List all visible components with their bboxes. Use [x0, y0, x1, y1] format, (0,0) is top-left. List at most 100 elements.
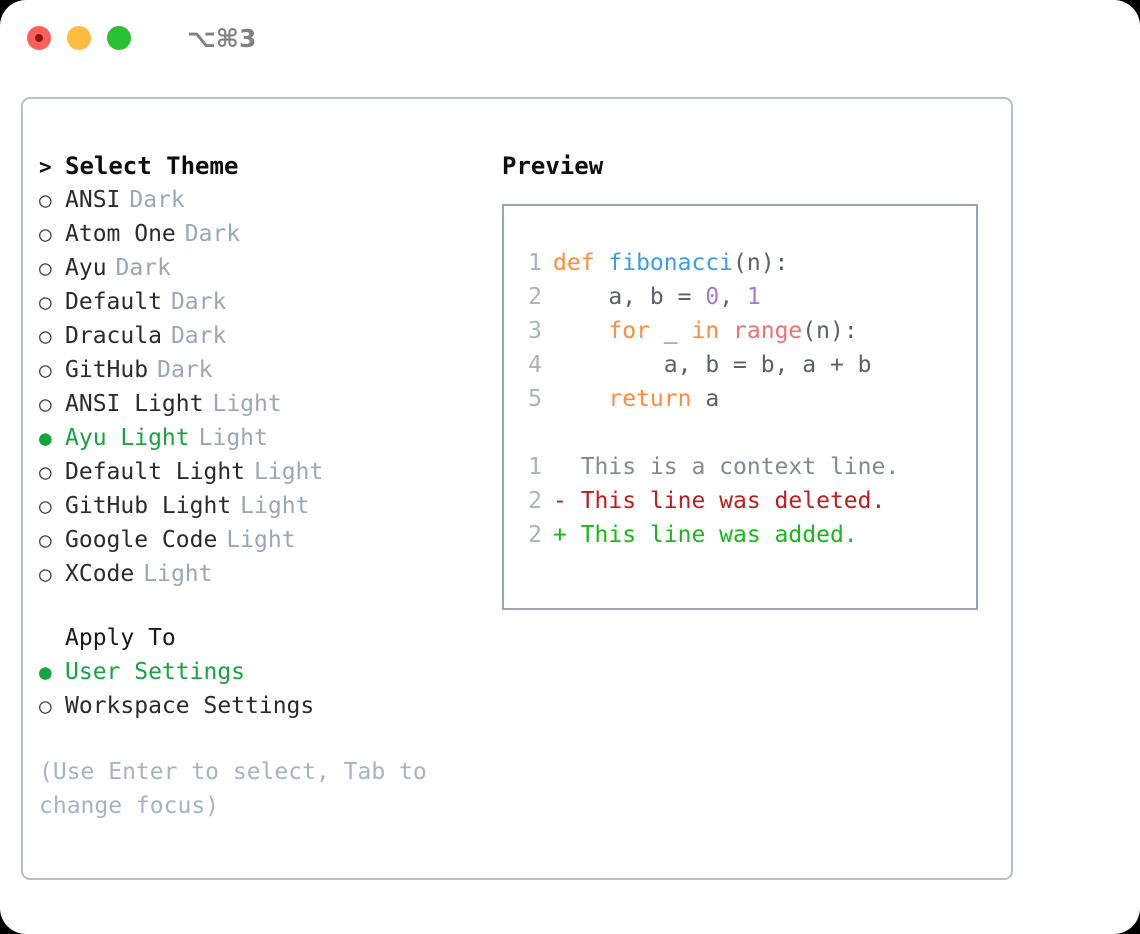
- diff-line-text: This is a context line.: [553, 454, 900, 480]
- theme-option-label: Default Light: [65, 459, 246, 485]
- theme-option-label: Ayu: [65, 255, 107, 281]
- theme-variant-tag: Light: [212, 391, 282, 417]
- window-titlebar: ⌥⌘3: [0, 0, 1140, 76]
- code-line-text: def fibonacci(n):: [553, 246, 788, 280]
- code-token: range: [733, 318, 803, 344]
- code-token: [553, 386, 608, 412]
- code-token: a: [691, 386, 720, 412]
- code-line: 1 def fibonacci(n):: [512, 246, 970, 280]
- apply-to-option-label: Workspace Settings: [65, 693, 315, 719]
- radio-unselected-icon: ○: [39, 256, 52, 280]
- theme-list-header: > Select Theme: [39, 149, 479, 183]
- radio-unselected-icon: ○: [39, 562, 52, 586]
- page-title: Select Theme: [65, 152, 239, 180]
- radio-unselected-icon: ○: [39, 392, 52, 416]
- radio-unselected-icon: ○: [39, 222, 52, 246]
- theme-option-ansi[interactable]: ○ ANSI Dark: [39, 183, 479, 217]
- code-token: return: [608, 386, 692, 412]
- caret-icon: >: [39, 155, 52, 179]
- diff-line-number: 2: [528, 488, 542, 514]
- diff-line-number: 2: [528, 522, 542, 548]
- code-line: 5 return a: [512, 382, 970, 416]
- code-token: fibonacci: [608, 250, 734, 276]
- apply-to-option-label: User Settings: [65, 659, 246, 685]
- theme-option-atom-one[interactable]: ○ Atom One Dark: [39, 217, 479, 251]
- theme-variant-tag: Dark: [157, 357, 213, 383]
- code-line-text: return a: [553, 382, 719, 416]
- code-line: 3 for _ in range(n):: [512, 314, 970, 348]
- code-token: (n):: [802, 318, 858, 344]
- code-line-number: 2: [528, 284, 542, 310]
- maximize-button-icon[interactable]: [107, 26, 131, 50]
- keyboard-shortcut-label: ⌥⌘3: [187, 23, 257, 53]
- code-token: ,: [719, 284, 747, 310]
- theme-option-label: XCode: [65, 561, 135, 587]
- diff-line: 2+ This line was added.: [512, 518, 970, 552]
- radio-selected-icon: ●: [39, 426, 52, 450]
- apply-to-option-user-settings[interactable]: ● User Settings: [39, 655, 479, 689]
- theme-option-dracula[interactable]: ○ Dracula Dark: [39, 319, 479, 353]
- spacer-icon: [39, 621, 65, 655]
- minimize-button-icon[interactable]: [67, 26, 91, 50]
- theme-variant-tag: Light: [226, 527, 296, 553]
- code-token: a, b =: [553, 284, 706, 310]
- diff-line: 2 - This line was deleted.: [512, 484, 970, 518]
- apply-to-options-list: ● User Settings ○ Workspace Settings: [39, 655, 479, 723]
- radio-unselected-icon: ○: [39, 290, 52, 314]
- code-token: [553, 318, 608, 344]
- theme-variant-tag: Light: [143, 561, 213, 587]
- code-token: 1: [746, 284, 761, 310]
- code-token: in: [691, 318, 720, 344]
- radio-unselected-icon: ○: [39, 494, 52, 518]
- code-line-number: 1: [528, 250, 542, 276]
- apply-to-option-workspace-settings[interactable]: ○ Workspace Settings: [39, 689, 479, 723]
- code-token: a, b = b, a + b: [553, 352, 872, 378]
- theme-variant-tag: Dark: [129, 187, 185, 213]
- theme-option-label: Atom One: [65, 221, 176, 247]
- theme-option-label: Ayu Light: [65, 425, 190, 451]
- theme-option-label: Google Code: [65, 527, 218, 553]
- theme-variant-tag: Dark: [170, 289, 227, 315]
- theme-variant-tag: Light: [240, 493, 310, 519]
- theme-option-label: Dracula: [65, 323, 162, 349]
- theme-option-label: ANSI Light: [65, 391, 204, 417]
- theme-variant-tag: Dark: [170, 323, 227, 349]
- keyboard-hint-text: (Use Enter to select, Tab to change focu…: [39, 759, 441, 819]
- theme-variant-tag: Light: [198, 425, 268, 451]
- code-line-text: a, b = 0, 1: [553, 280, 761, 314]
- radio-unselected-icon: ○: [39, 324, 52, 348]
- theme-variant-tag: Dark: [184, 221, 241, 247]
- code-token: _: [649, 318, 692, 344]
- diff-line: 1 This is a context line.: [512, 450, 970, 484]
- code-token: [719, 318, 733, 344]
- code-line-text: for _ in range(n):: [553, 314, 858, 348]
- theme-option-ayu-light[interactable]: ● Ayu Light Light: [39, 421, 479, 455]
- theme-option-google-code[interactable]: ○ Google Code Light: [39, 523, 479, 557]
- theme-option-label: ANSI: [65, 187, 121, 213]
- radio-selected-icon: ●: [39, 660, 52, 684]
- code-line-number: 3: [528, 318, 542, 344]
- close-button-icon[interactable]: [27, 26, 51, 50]
- code-line-number: 4: [528, 352, 542, 378]
- radio-unselected-icon: ○: [39, 528, 52, 552]
- theme-option-ansi-light[interactable]: ○ ANSI Light Light: [39, 387, 479, 421]
- apply-to-header-label: Apply To: [65, 625, 176, 651]
- theme-option-xcode[interactable]: ○ XCode Light: [39, 557, 479, 591]
- code-line: 2 a, b = 0, 1: [512, 280, 970, 314]
- diff-line-text: - This line was deleted.: [553, 488, 886, 514]
- radio-unselected-icon: ○: [39, 694, 52, 718]
- radio-unselected-icon: ○: [39, 188, 52, 212]
- diff-line-number: 1: [528, 454, 542, 480]
